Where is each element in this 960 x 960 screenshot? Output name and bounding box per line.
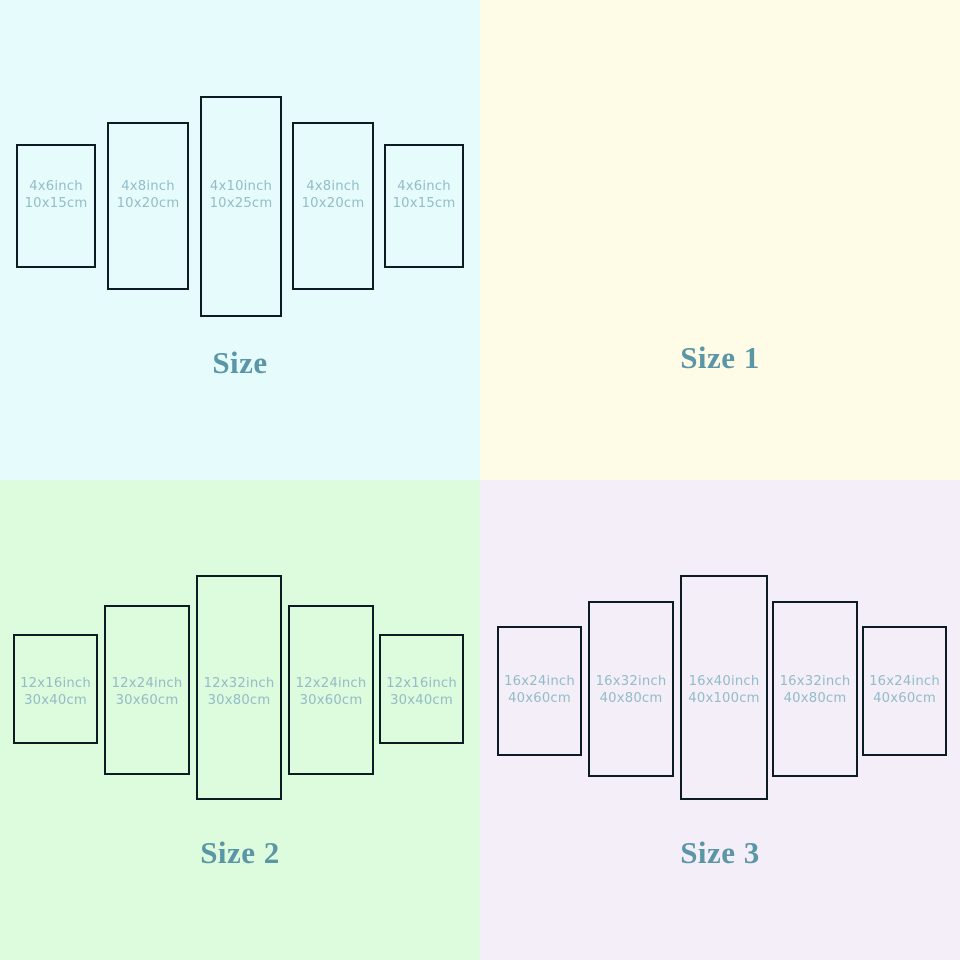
quadrant-size-3: 16x24inch 40x60cm 16x32inch 40x80cm 16x40inc… <box>480 480 960 960</box>
canvas-panel <box>104 605 190 775</box>
panel-size-label: 16x32inch 40x80cm <box>772 673 858 707</box>
canvas-panel <box>292 122 374 290</box>
panel-size-inches: 4x8inch <box>306 179 360 194</box>
panel-size-label: 4x6inch 10x15cm <box>16 178 96 212</box>
panel-size-cm: 40x100cm <box>688 691 760 706</box>
canvas-panel <box>384 144 464 268</box>
panel-size-inches: 12x32inch <box>203 676 275 691</box>
quadrant-title: Size <box>212 345 268 380</box>
panel-size-label: 4x10inch 10x25cm <box>200 178 282 212</box>
panel-group: 12x16inch 30x40cm 12x24inch 30x60cm 12x32inc… <box>0 480 480 880</box>
canvas-panel <box>288 605 374 775</box>
canvas-panel <box>196 575 282 800</box>
panel-size-inches: 4x6inch <box>29 179 83 194</box>
panel-size-inches: 4x6inch <box>397 179 451 194</box>
quadrant-size-1: 8x14inch20x35cm8x18inch20x45cm8x22inch20… <box>480 0 960 480</box>
panel-size-cm: 30x40cm <box>24 693 87 708</box>
panel-size-inches: 12x16inch <box>386 676 457 691</box>
panel-size-label: 16x40inch 40x100cm <box>680 673 768 707</box>
canvas-panel <box>107 122 189 290</box>
canvas-panel <box>379 634 464 744</box>
panel-size-label: 4x6inch 10x15cm <box>384 178 464 212</box>
panel-size-cm: 40x60cm <box>508 691 571 706</box>
panel-size-cm: 40x80cm <box>599 691 663 706</box>
panel-size-inches: 16x24inch <box>869 674 940 689</box>
panel-size-label: 12x24inch 30x60cm <box>288 675 374 709</box>
canvas-panel <box>16 144 96 268</box>
panel-size-inches: 12x16inch <box>20 676 91 691</box>
canvas-panel <box>200 96 282 317</box>
panel-size-cm: 30x40cm <box>390 693 453 708</box>
quadrant-title: Size 2 <box>200 835 280 870</box>
panel-size-label: 16x32inch 40x80cm <box>588 673 674 707</box>
panel-size-cm: 30x80cm <box>207 693 271 708</box>
panel-size-inches: 4x8inch <box>121 179 175 194</box>
panel-size-inches: 16x32inch <box>779 674 851 689</box>
panel-size-label: 12x16inch 30x40cm <box>379 675 464 709</box>
panel-size-cm: 40x60cm <box>873 691 936 706</box>
panel-size-label: 4x8inch 10x20cm <box>292 178 374 212</box>
panel-size-label: 4x8inch 10x20cm <box>107 178 189 212</box>
panel-size-inches: 16x24inch <box>504 674 575 689</box>
panel-size-cm: 40x80cm <box>783 691 847 706</box>
quadrant-title: Size 3 <box>680 835 760 870</box>
panel-size-inches: 16x40inch <box>688 674 760 689</box>
panel-size-cm: 10x20cm <box>116 196 180 211</box>
panel-group: 4x6inch 10x15cm 4x8inch 10x20cm 4x10inch 10x2… <box>0 0 480 400</box>
panel-size-inches: 16x32inch <box>595 674 667 689</box>
quadrant-title: Size 1 <box>680 340 760 375</box>
canvas-panel <box>497 626 582 756</box>
panel-group: 16x24inch 40x60cm 16x32inch 40x80cm 16x40inc… <box>480 480 960 880</box>
quadrant-size-2: 12x16inch 30x40cm 12x24inch 30x60cm 12x32inc… <box>0 480 480 960</box>
panel-size-label: 16x24inch 40x60cm <box>862 673 947 707</box>
panel-size-cm: 10x20cm <box>301 196 365 211</box>
canvas-panel <box>862 626 947 756</box>
panel-size-label: 12x24inch 30x60cm <box>104 675 190 709</box>
panel-size-label: 12x32inch 30x80cm <box>196 675 282 709</box>
canvas-panel <box>588 601 674 777</box>
panel-size-label: 12x16inch 30x40cm <box>13 675 98 709</box>
panel-size-label: 16x24inch 40x60cm <box>497 673 582 707</box>
canvas-panel <box>680 575 768 800</box>
panel-size-cm: 10x15cm <box>24 196 88 211</box>
canvas-panel <box>772 601 858 777</box>
panel-size-inches: 4x10inch <box>209 179 273 194</box>
panel-size-cm: 10x25cm <box>209 196 273 211</box>
quadrant-size: 4x6inch 10x15cm 4x8inch 10x20cm 4x10inch 10x2… <box>0 0 480 480</box>
panel-size-cm: 10x15cm <box>392 196 456 211</box>
panel-size-inches: 12x24inch <box>111 676 183 691</box>
panel-size-cm: 30x60cm <box>299 693 363 708</box>
panel-size-inches: 12x24inch <box>295 676 367 691</box>
panel-size-cm: 30x60cm <box>115 693 179 708</box>
canvas-panel <box>13 634 98 744</box>
